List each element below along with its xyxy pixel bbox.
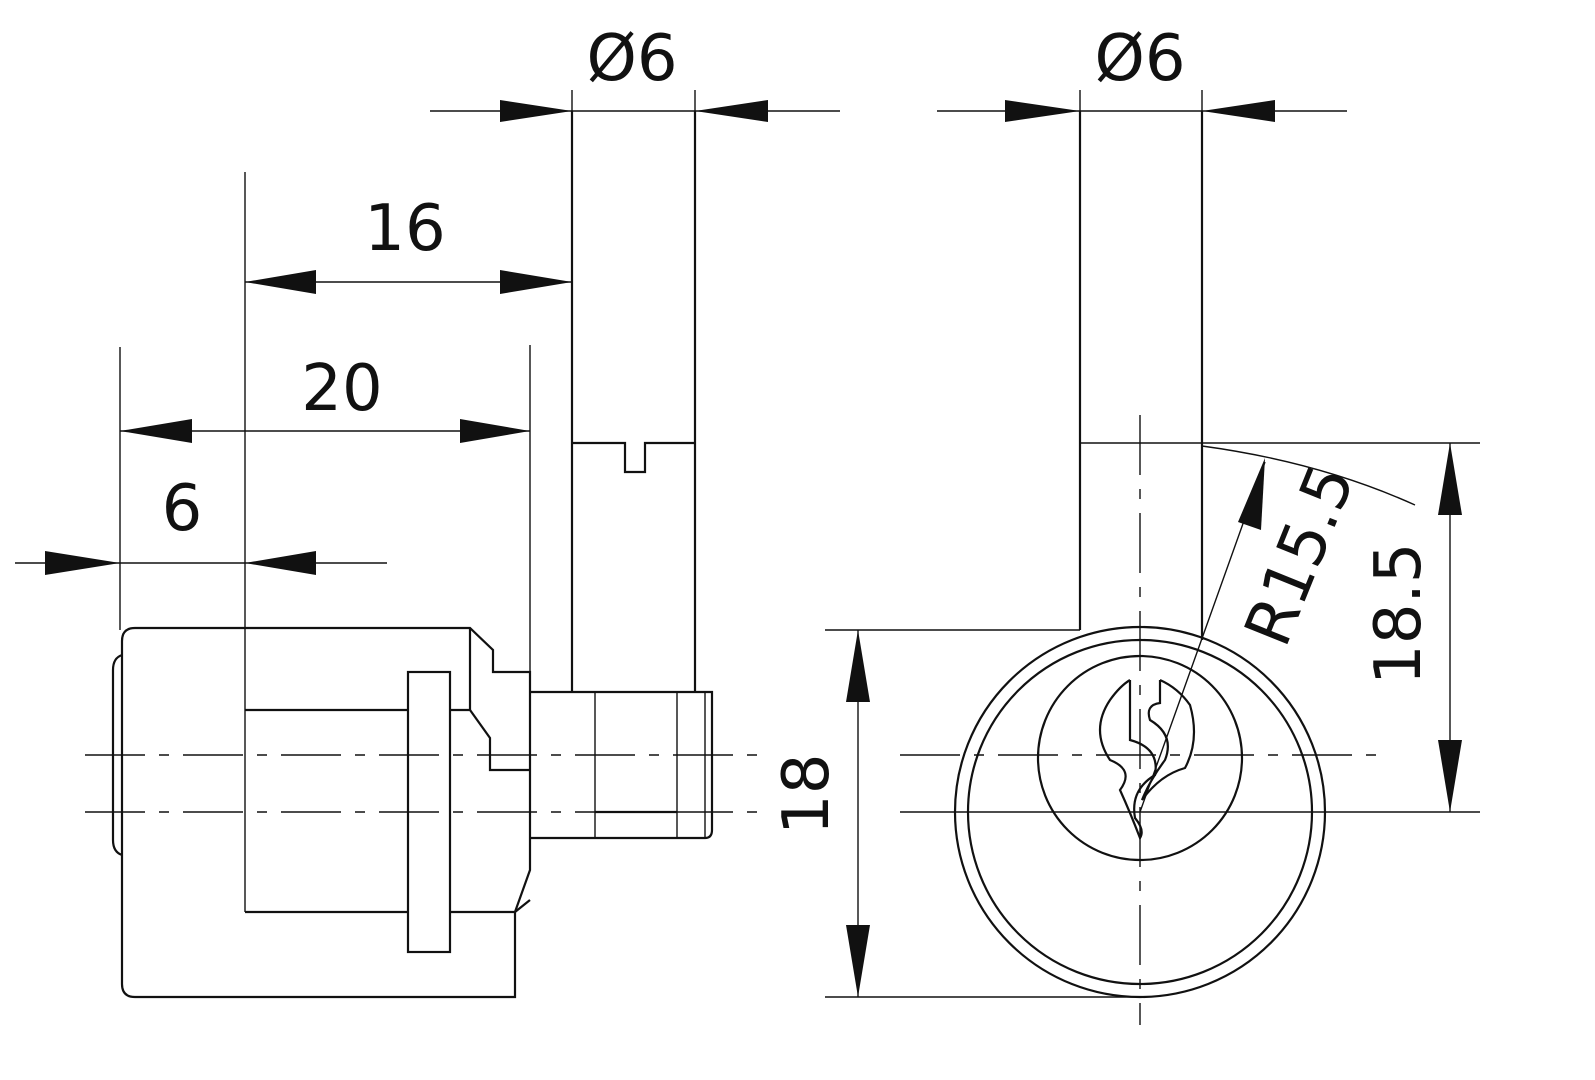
- side-view: Ø6 16 20 6: [15, 22, 840, 999]
- cam-shaft: [570, 111, 697, 692]
- front-diameter-dimension: Ø6: [937, 22, 1347, 122]
- front-view: Ø6 R15.5: [770, 22, 1480, 1025]
- cylinder-pin: [530, 690, 714, 840]
- front-diameter-label: Ø6: [1094, 22, 1185, 96]
- radius-label: R15.5: [1231, 455, 1370, 656]
- dim-6-label: 6: [162, 472, 203, 546]
- dim-16-label: 16: [364, 192, 445, 266]
- side-diameter-label: Ø6: [586, 22, 677, 96]
- dim-20-label: 20: [301, 352, 382, 426]
- front-cam-shaft: [1078, 111, 1480, 640]
- dim-18-label: 18: [770, 754, 844, 835]
- lock-face: [953, 415, 1327, 1025]
- dimension-18-5: 18.5: [900, 443, 1480, 813]
- dim-18-5-label: 18.5: [1362, 543, 1436, 686]
- dimension-16: 16: [244, 172, 572, 912]
- dimension-6: 6: [15, 472, 387, 575]
- dimension-20: 20: [119, 345, 531, 672]
- dimension-18: 18: [770, 629, 1140, 998]
- side-diameter-dimension: Ø6: [430, 22, 840, 122]
